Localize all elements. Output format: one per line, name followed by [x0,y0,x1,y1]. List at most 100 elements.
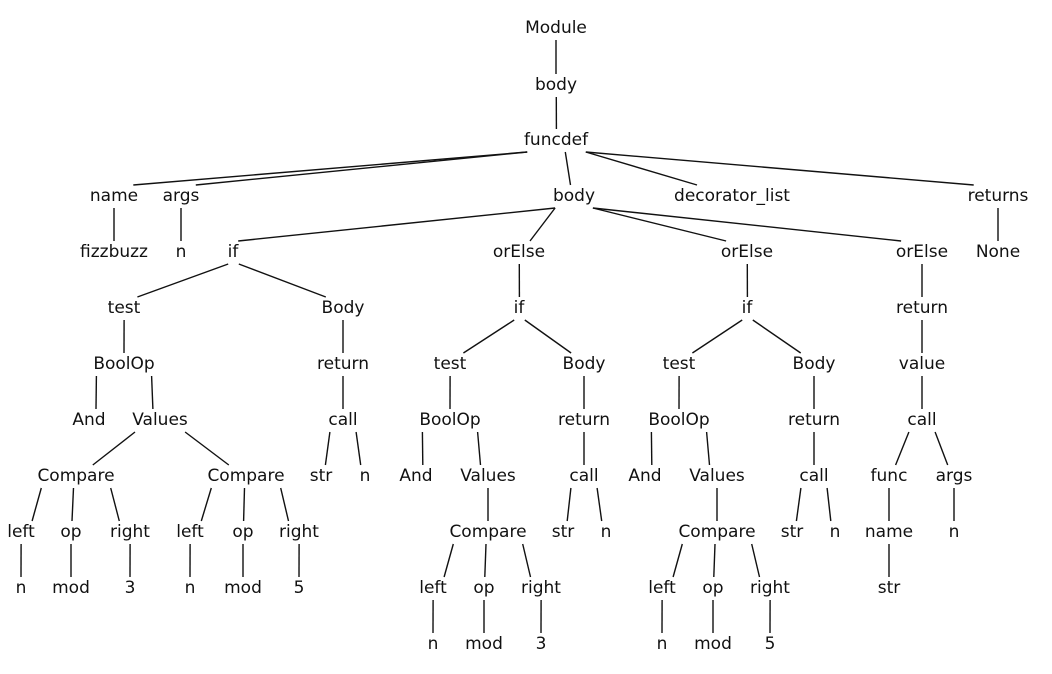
tree-node-orelse1: orElse [493,242,545,262]
tree-node-three2: 3 [536,634,547,654]
tree-edge-cmp2-op2 [484,543,487,578]
tree-edge-call1-ncall1 [355,431,362,466]
tree-node-ncall2: n [601,522,612,542]
tree-edge-funcdef-returns [585,151,974,186]
tree-node-if1: if [228,242,240,262]
tree-node-call1: call [328,410,357,430]
tree-edge-cmp2-left2 [443,543,454,578]
tree-node-three1a: 3 [125,578,136,598]
tree-node-str4: str [878,578,901,598]
tree-node-n_arg: n [176,242,187,262]
tree-edge-call1-str1 [324,431,331,466]
tree-node-mod1a: mod [52,578,90,598]
tree-node-right2: right [521,578,561,598]
tree-node-ret3: return [788,410,840,430]
tree-node-orelse2: orElse [721,242,773,262]
tree-edge-boolop1-values1 [150,375,154,410]
tree-node-n2: n [428,634,439,654]
tree-edge-cmp1a-right1a [110,487,120,522]
tree-edge-cmp3-right3 [751,543,761,578]
tree-edge-cmp1b-right1b [280,487,290,522]
tree-node-left1b: left [176,522,204,542]
tree-edge-body1-orelse3 [592,207,902,242]
tree-node-fizzbuzz: fizzbuzz [80,242,148,262]
tree-node-test3: test [663,354,696,374]
tree-edge-call4-args4 [934,431,949,466]
tree-node-op3: op [702,578,723,598]
tree-node-if2: if [514,298,526,318]
tree-node-ret2: return [558,410,610,430]
tree-node-boolop1: BoolOp [93,354,154,374]
tree-node-str3: str [781,522,804,542]
tree-node-bodyB2: Body [563,354,606,374]
tree-node-cmp1b: Compare [207,466,284,486]
tree-edge-if1-bodyB1 [238,263,327,298]
tree-node-right3: right [750,578,790,598]
tree-node-op1a: op [60,522,81,542]
tree-edge-call3-ncall3 [826,487,832,522]
tree-node-body1: body [553,186,595,206]
tree-node-cmp1a: Compare [37,466,114,486]
tree-node-name1: name [90,186,138,206]
tree-node-n1a: n [16,578,27,598]
tree-node-and3: And [628,466,661,486]
tree-edge-funcdef-name1 [133,151,528,186]
tree-edge-funcdef-body1 [564,151,572,186]
tree-node-cmp3: Compare [678,522,755,542]
tree-edge-cmp1a-left1a [31,487,42,522]
tree-node-values2: Values [460,466,516,486]
tree-edges [20,40,999,634]
tree-node-module: Module [525,18,587,38]
tree-edge-cmp1b-op1b [242,487,246,522]
tree-node-test2: test [434,354,467,374]
tree-edge-cmp2-right2 [522,543,532,578]
tree-node-five1b: 5 [294,578,305,598]
tree-edge-if1-test1 [137,263,229,298]
tree-edge-if3-test3 [692,319,743,354]
tree-edge-body1-if1 [238,207,556,242]
tree-edge-call2-str2 [566,487,572,522]
tree-edge-values1-cmp1b [184,431,230,466]
tree-node-if3: if [742,298,754,318]
tree-node-and2: And [399,466,432,486]
tree-node-mod2: mod [465,634,503,654]
tree-node-test1: test [108,298,141,318]
tree-node-left2: left [419,578,447,598]
tree-node-op2: op [473,578,494,598]
tree-node-values1: Values [132,410,188,430]
tree-node-mod3: mod [694,634,732,654]
tree-node-n3: n [657,634,668,654]
tree-edge-funcdef-args1 [195,151,528,186]
tree-node-boolop2: BoolOp [419,410,480,430]
tree-node-bodyB1: Body [322,298,365,318]
tree-node-mod1b: mod [224,578,262,598]
tree-node-ret1: return [317,354,369,374]
tree-edge-cmp1b-left1b [200,487,212,522]
tree-node-n4: n [949,522,960,542]
tree-node-call4: call [907,410,936,430]
tree-node-cmp2: Compare [449,522,526,542]
tree-node-and1: And [72,410,105,430]
tree-edge-if2-test2 [463,319,515,354]
tree-edge-cmp1a-op1a [71,487,75,522]
tree-edge-body1-orelse2 [592,207,727,242]
tree-node-ncall1: n [360,466,371,486]
tree-node-call3: call [799,466,828,486]
tree-node-right1b: right [279,522,319,542]
tree-edge-call3-str3 [795,487,802,522]
tree-edge-if3-bodyB3 [752,319,802,354]
tree-edge-if2-bodyB2 [524,319,572,354]
tree-node-orelse3: orElse [896,242,948,262]
tree-node-declist: decorator_list [674,186,790,206]
tree-node-name4: name [865,522,913,542]
tree-node-call2: call [569,466,598,486]
tree-edge-cmp3-left3 [672,543,683,578]
tree-node-left3: left [648,578,676,598]
tree-node-ncall3: n [830,522,841,542]
tree-node-bodyB3: Body [793,354,836,374]
tree-edge-funcdef-declist [585,151,698,186]
tree-node-five3: 5 [765,634,776,654]
tree-node-args4: args [936,466,973,486]
